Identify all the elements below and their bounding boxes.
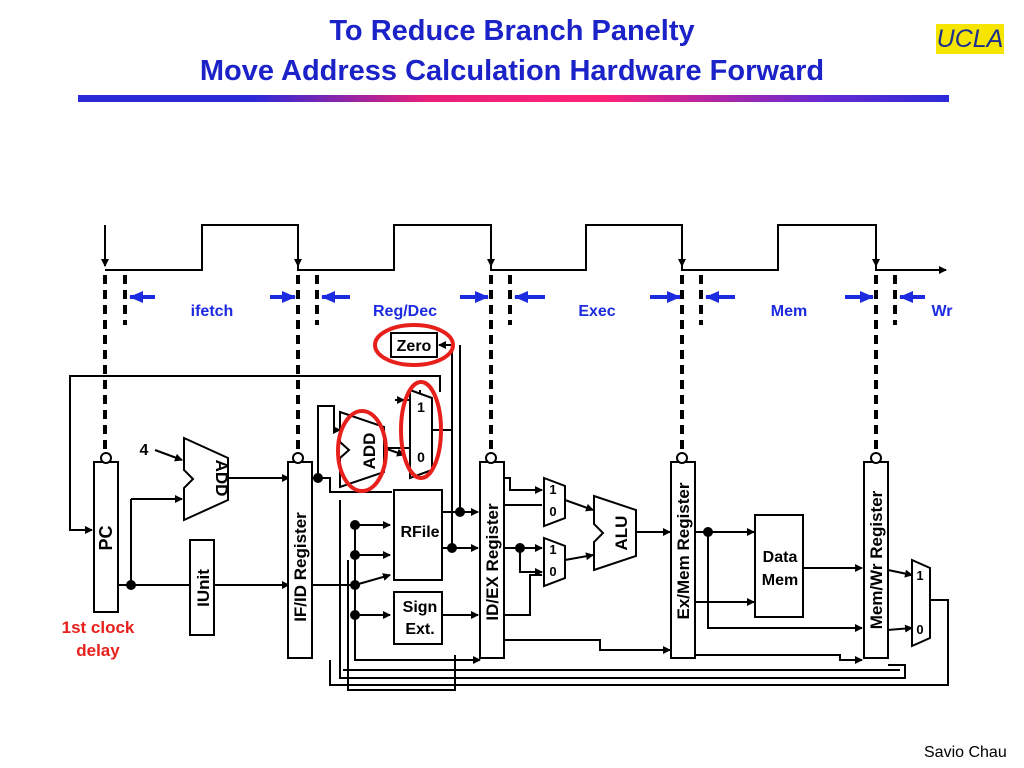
zero-block: Zero: [390, 332, 438, 358]
mux-highlight: [399, 380, 443, 480]
highlight-circles: [336, 323, 455, 493]
alu-mux-a-0: 0: [549, 504, 556, 519]
pc-adder-label: ADD: [212, 460, 231, 497]
stage-label-mem: Mem: [771, 303, 807, 320]
stage-label-exec: Exec: [578, 303, 615, 320]
alu-mux-b-0: 0: [549, 564, 556, 579]
register-file: RFile: [393, 489, 443, 581]
alu-block: ALU: [593, 494, 637, 572]
sign-extend: Sign Ext.: [393, 591, 443, 645]
alu-label: ALU: [612, 516, 631, 551]
slide-title-line2: Move Address Calculation Hardware Forwar…: [199, 55, 825, 87]
stage-label-regdec: Reg/Dec: [373, 303, 437, 320]
zero-highlight: [373, 323, 455, 367]
alu-mux-b: 1 0: [543, 536, 566, 588]
alu-mux-a: 1 0: [543, 476, 566, 528]
data-label: Data: [763, 549, 798, 566]
wb-mux-1: 1: [916, 568, 923, 583]
stage-label-wr: Wr: [931, 303, 952, 320]
branch-mux-1: 1: [417, 399, 425, 415]
data-memory: Data Mem: [754, 514, 804, 618]
ex-mem-label: Ex/Mem Register: [674, 482, 693, 619]
clock-waveform: [105, 224, 940, 271]
iunit-label: IUnit: [194, 569, 213, 607]
rfile-label: RFile: [400, 524, 439, 541]
title-rule: [78, 95, 949, 102]
datapath-wires: [69, 341, 949, 691]
slide-title-line1: To Reduce Branch Panelty: [329, 15, 695, 47]
author-credit: Savio Chau: [924, 744, 1007, 761]
constant-four: 4: [140, 442, 149, 459]
pc-register: PC: [93, 452, 119, 613]
id-ex-label: ID/EX Register: [483, 503, 502, 621]
mem-label: Mem: [762, 572, 798, 589]
mem-wr-label: Mem/Wr Register: [867, 490, 886, 629]
clock-delay-annotation-line2: delay: [76, 641, 120, 660]
branch-mux: 1 0: [409, 388, 433, 480]
stage-label-ifetch: ifetch: [191, 303, 234, 320]
if-id-label: IF/ID Register: [291, 512, 310, 622]
ext-label: Ext.: [405, 621, 434, 638]
if-id-register: IF/ID Register: [287, 452, 313, 659]
writeback-mux: 1 0: [911, 558, 931, 648]
alu-mux-a-1: 1: [549, 482, 556, 497]
alu-mux-b-1: 1: [549, 542, 556, 557]
iunit-block: IUnit: [189, 539, 215, 636]
sign-label: Sign: [403, 599, 438, 616]
wb-mux-0: 0: [916, 622, 923, 637]
mem-wr-register: Mem/Wr Register: [863, 452, 889, 659]
adder-highlight: [336, 409, 388, 493]
stage-boundaries: [103, 275, 897, 458]
id-ex-register: ID/EX Register: [479, 452, 505, 659]
zero-label: Zero: [397, 338, 432, 355]
ex-mem-register: Ex/Mem Register: [670, 452, 696, 659]
branch-adder-label: ADD: [360, 433, 379, 470]
wire-junctions: [126, 473, 713, 620]
pc-adder: ADD: [183, 436, 231, 522]
clock-delay-annotation-line1: 1st clock: [62, 618, 135, 637]
branch-mux-0: 0: [417, 449, 425, 465]
ucla-logo: UCLA: [936, 24, 1004, 54]
pc-label: PC: [96, 525, 116, 550]
